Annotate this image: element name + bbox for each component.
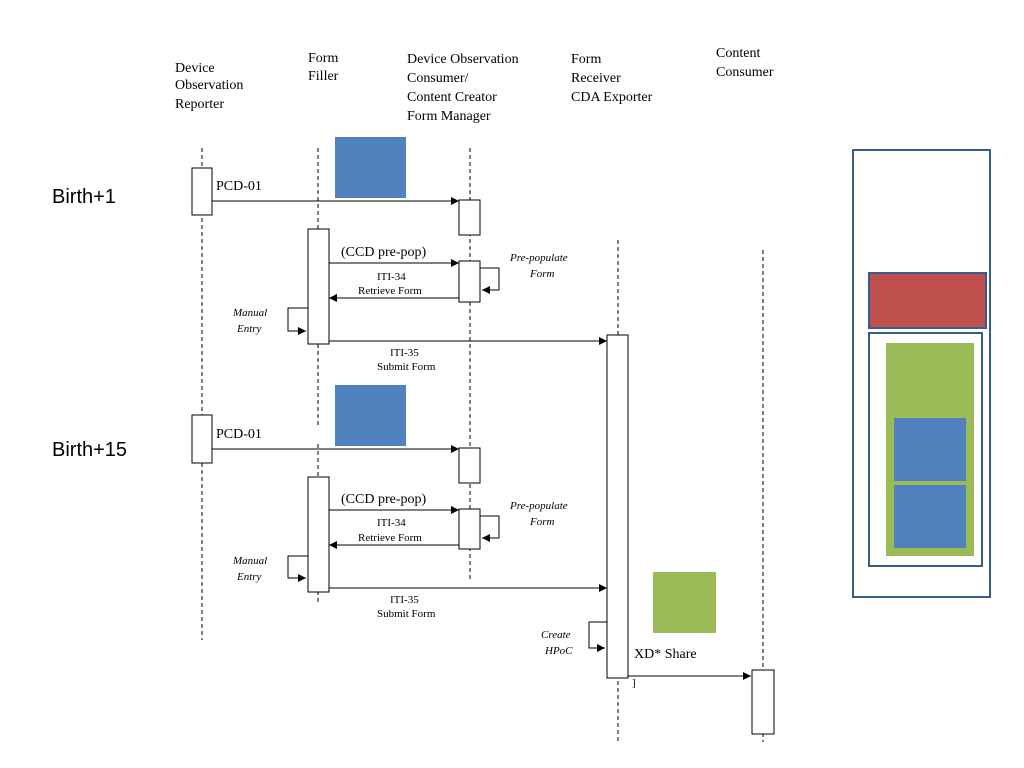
activation-ff-1	[307, 228, 330, 345]
activation-dor-1	[191, 167, 213, 216]
blue-block-birth15	[335, 385, 406, 446]
arrow-self-prepopulate-1	[480, 267, 500, 294]
activation-fr	[606, 334, 629, 679]
actor-label-line: Content Creator	[407, 90, 497, 105]
actor-label-line: Reporter	[175, 97, 224, 112]
actor-device-observation-consumer: Device Observation Consumer/ Content Cre…	[407, 52, 519, 124]
msg-ccd-prepop-2: (CCD pre-pop)	[341, 492, 426, 507]
activation-cc	[751, 669, 775, 735]
actor-label-line: CDA Exporter	[571, 90, 653, 105]
inner-frame	[868, 332, 983, 567]
actor-label-line: Form	[571, 52, 601, 67]
arrow-self-manual-entry-2	[287, 555, 308, 582]
actor-label-line: Consumer/	[407, 71, 469, 86]
msg-pcd01-2: PCD-01	[216, 427, 262, 442]
phase-label-birth15: Birth+15	[52, 439, 127, 461]
actor-label-line: Consumer	[716, 65, 774, 80]
note-prepopulate-1: Pre-populate	[509, 252, 568, 264]
actor-form-filler: Form Filler	[308, 51, 339, 84]
note-manual-entry-1-line2: Entry	[236, 323, 262, 335]
note-prepopulate-1-line2: Form	[529, 268, 555, 280]
note-manual-entry-2: Manual	[232, 555, 267, 567]
blue-block-birth1	[335, 137, 406, 198]
actor-label-line: Device Observation	[407, 52, 519, 67]
green-block-xd-share	[653, 572, 716, 633]
outer-frame	[852, 149, 991, 598]
activation-ff-2	[307, 476, 330, 593]
activation-doc-3	[458, 447, 481, 484]
actor-label-line: Device	[175, 61, 215, 76]
arrow-self-create-hpoc	[588, 621, 607, 652]
actor-label-line: Form	[308, 51, 338, 66]
actor-device-observation-reporter: Device Observation Reporter	[175, 61, 243, 112]
phase-label-birth1: Birth+1	[52, 186, 116, 208]
blue-block-lower	[894, 485, 966, 548]
activation-dor-2	[191, 414, 213, 464]
activation-doc-2	[458, 260, 481, 303]
msg-retrieve-form-1: Retrieve Form	[358, 285, 422, 297]
red-block	[868, 272, 987, 329]
msg-retrieve-form-2: Retrieve Form	[358, 532, 422, 544]
actor-label-line: Receiver	[571, 71, 621, 86]
activation-doc-4	[458, 508, 481, 550]
msg-iti35-2: ITI-35	[390, 594, 419, 606]
arrow-self-manual-entry-1	[287, 307, 308, 335]
actor-label-line: Form Manager	[407, 109, 491, 124]
bracket-mark: ]	[632, 677, 636, 689]
note-manual-entry-1: Manual	[232, 307, 267, 319]
msg-iti34-2: ITI-34	[377, 517, 406, 529]
actor-label-line: Filler	[308, 69, 339, 84]
msg-submit-form-1: Submit Form	[377, 361, 436, 373]
note-create-hpoc-line2: HPoC	[544, 645, 573, 657]
arrow-self-prepopulate-2	[480, 515, 500, 542]
msg-iti34-1: ITI-34	[377, 271, 406, 283]
actor-label-line: Content	[716, 46, 760, 61]
msg-pcd01-1: PCD-01	[216, 179, 262, 194]
msg-iti35-1: ITI-35	[390, 347, 419, 359]
activation-doc-1	[458, 199, 481, 236]
right-legend-panel	[852, 149, 991, 598]
note-prepopulate-2: Pre-populate	[509, 500, 568, 512]
note-create-hpoc: Create	[541, 629, 571, 641]
actor-label-line: Observation	[175, 78, 243, 93]
actor-form-receiver: Form Receiver CDA Exporter	[571, 52, 653, 105]
note-manual-entry-2-line2: Entry	[236, 571, 262, 583]
msg-ccd-prepop-1: (CCD pre-pop)	[341, 245, 426, 260]
actor-content-consumer: Content Consumer	[716, 46, 774, 80]
blue-block-upper	[894, 418, 966, 481]
note-prepopulate-2-line2: Form	[529, 516, 555, 528]
msg-xd-share: XD* Share	[634, 647, 697, 662]
msg-submit-form-2: Submit Form	[377, 608, 436, 620]
